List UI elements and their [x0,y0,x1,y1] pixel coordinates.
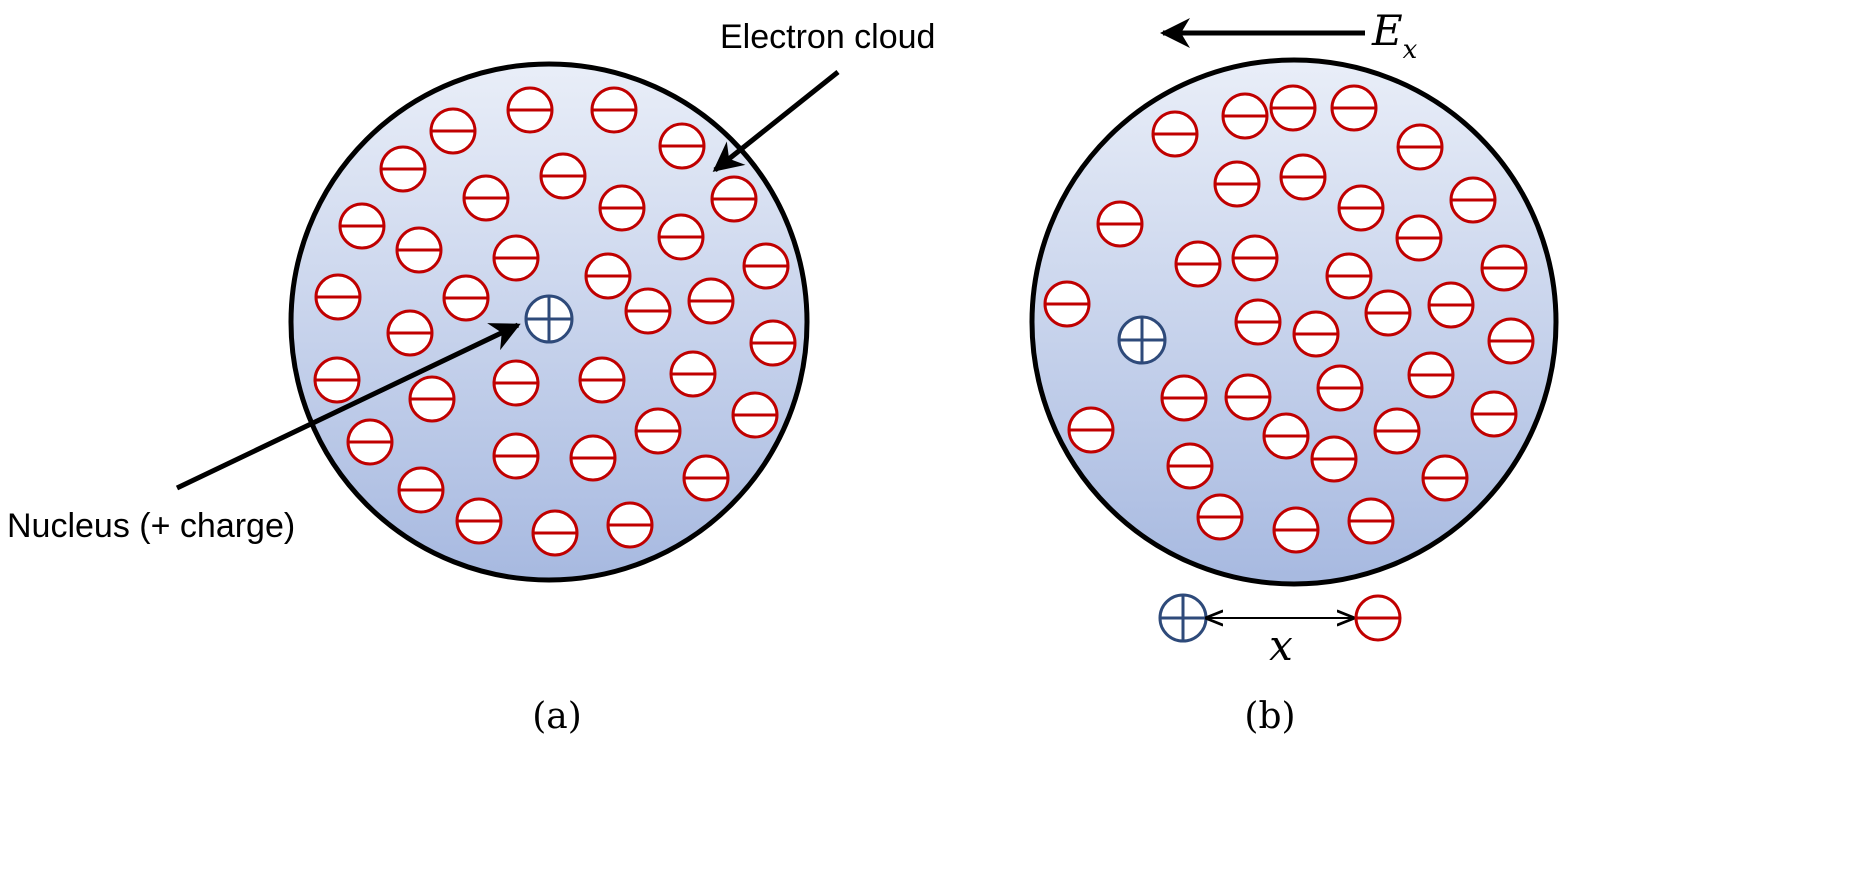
minus-circle-icon [1043,280,1091,328]
minus-circle-icon [1470,390,1518,438]
minus-circle-icon [1067,406,1115,454]
minus-circle-icon [1337,184,1385,232]
minus-circle-icon [1166,442,1214,490]
minus-circle-icon [506,86,554,134]
minus-circle-icon [1395,214,1443,262]
minus-circle-icon [1487,317,1535,365]
caption-a: (a) [532,696,582,737]
minus-circle-icon [569,434,617,482]
minus-circle-icon [1231,234,1279,282]
minus-circle-icon [1196,493,1244,541]
minus-circle-icon [1325,252,1373,300]
minus-circle-icon [598,184,646,232]
minus-circle-icon [1330,84,1378,132]
minus-circle-icon [492,432,540,480]
minus-circle-icon [455,497,503,545]
minus-circle-icon [1480,244,1528,292]
minus-circle-icon [658,122,706,170]
minus-circle-icon [429,107,477,155]
minus-circle-icon [1151,110,1199,158]
minus-circle-icon [1221,92,1269,140]
minus-circle-icon [749,319,797,367]
electrons-b [1043,84,1535,554]
minus-circle-icon [1160,374,1208,422]
minus-circle-icon [462,174,510,222]
minus-circle-icon [682,454,730,502]
minus-circle-icon [1427,281,1475,329]
minus-circle-icon [634,407,682,455]
electron-cloud-label: Electron cloud [720,18,935,56]
minus-circle-icon [313,356,361,404]
minus-circle-icon [1421,454,1469,502]
minus-circle-icon [1269,84,1317,132]
electron-cloud-arrow [712,70,840,172]
minus-circle-icon [1292,310,1340,358]
minus-circle-icon [338,202,386,250]
minus-circle-icon [492,234,540,282]
minus-circle-icon [539,152,587,200]
minus-circle-icon [1272,506,1320,554]
minus-circle-icon [1174,240,1222,288]
minus-circle-icon [1234,298,1282,346]
minus-circle-icon [742,242,790,290]
minus-circle-icon [314,273,362,321]
minus-circle-icon [584,252,632,300]
minus-circle-icon [1354,594,1402,642]
field-subscript: x [1403,35,1418,65]
nucleus-a [524,294,574,344]
minus-circle-icon [1316,364,1364,412]
minus-circle-icon [397,466,445,514]
minus-circle-icon [1279,153,1327,201]
nucleus-arrow [175,322,521,491]
separation-electron [1354,594,1402,642]
minus-circle-icon [346,418,394,466]
minus-circle-icon [657,213,705,261]
panel-a [288,61,810,583]
minus-circle-icon [1213,160,1261,208]
plus-circle-icon [1158,593,1208,643]
separation-indicator [1158,593,1402,643]
minus-circle-icon [1310,435,1358,483]
caption-b: (b) [1244,696,1295,737]
minus-circle-icon [492,359,540,407]
minus-circle-icon [687,277,735,325]
minus-circle-icon [1262,412,1310,460]
minus-circle-icon [669,350,717,398]
minus-circle-icon [1407,351,1455,399]
minus-circle-icon [1449,176,1497,224]
minus-circle-icon [379,145,427,193]
minus-circle-icon [531,509,579,557]
minus-circle-icon [395,226,443,274]
separation-nucleus [1158,593,1208,643]
field-label: Ex [1371,6,1418,65]
nucleus-b [1117,315,1167,365]
minus-circle-icon [624,287,672,335]
displacement-label: x [1269,621,1293,670]
minus-circle-icon [442,274,490,322]
plus-circle-icon [524,294,574,344]
plus-circle-icon [1117,315,1167,365]
panel-b [1029,57,1559,587]
minus-circle-icon [606,501,654,549]
minus-circle-icon [710,175,758,223]
minus-circle-icon [1364,289,1412,337]
electrons-a [313,86,797,557]
minus-circle-icon [731,391,779,439]
minus-circle-icon [1224,373,1272,421]
field-symbol: E [1371,6,1403,55]
electron-cloud-b [1029,57,1559,587]
minus-circle-icon [408,375,456,423]
minus-circle-icon [1096,200,1144,248]
minus-circle-icon [1347,497,1395,545]
minus-circle-icon [1396,123,1444,171]
minus-circle-icon [1373,407,1421,455]
minus-circle-icon [590,86,638,134]
minus-circle-icon [386,309,434,357]
minus-circle-icon [578,356,626,404]
nucleus-label: Nucleus (+ charge) [7,507,295,545]
